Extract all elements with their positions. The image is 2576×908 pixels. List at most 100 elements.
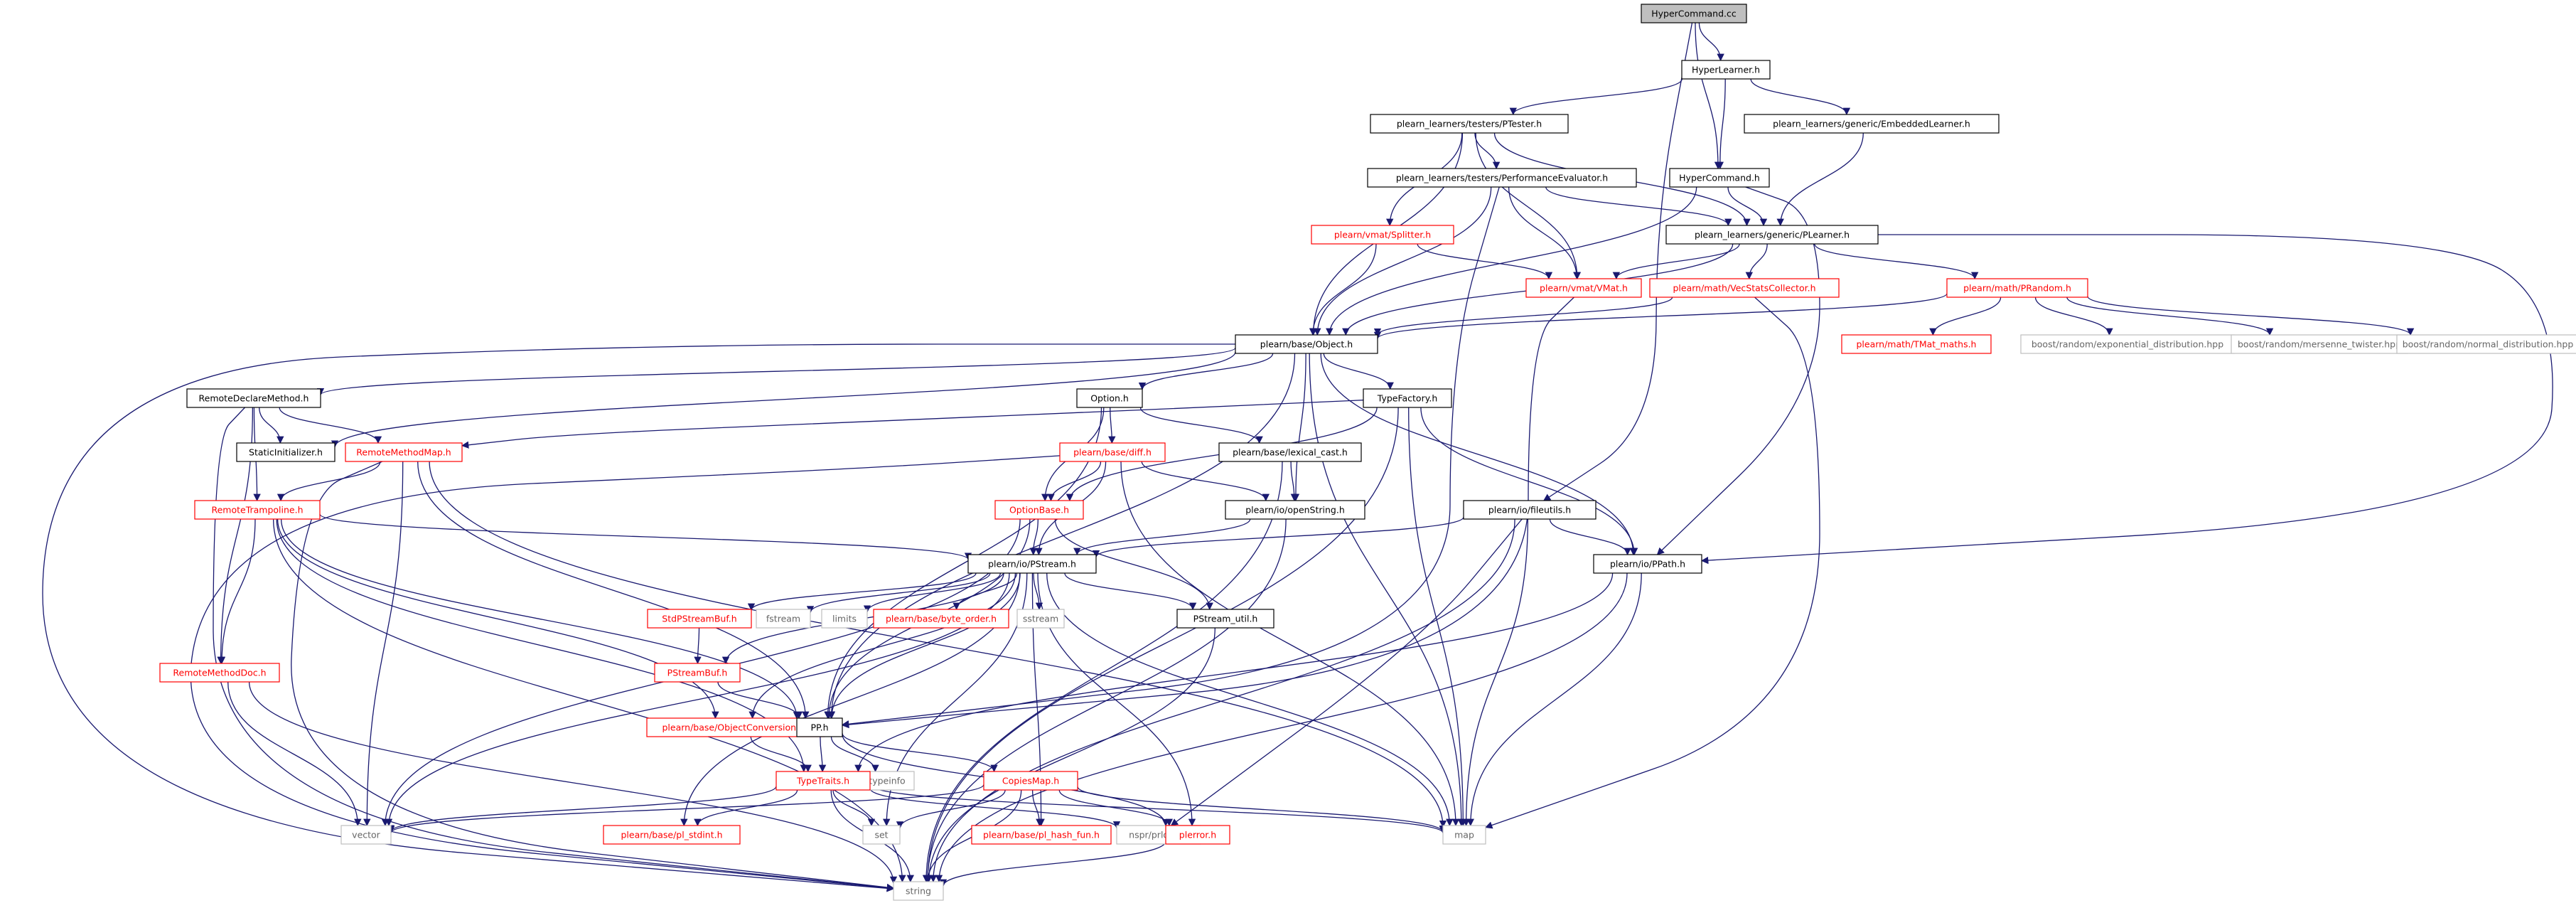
node-box: [1235, 334, 1378, 354]
node-label: plearn_learners/testers/PTester.h: [1397, 119, 1542, 129]
node-option-h[interactable]: Option.h: [1076, 388, 1143, 408]
node-box: [1059, 442, 1166, 462]
edge-remotetrampoline_h-to-string: [272, 518, 906, 883]
edge-prandom_h-to-boost_mt: [2066, 297, 2274, 336]
node-hypercommand-h[interactable]: HyperCommand.h: [1669, 168, 1770, 188]
node-embeddedlearner-h[interactable]: plearn_learners/generic/EmbeddedLearner.…: [1744, 114, 2000, 134]
edge-fileutils_h-to-prlong_h: [1170, 518, 1523, 826]
node-label: PP.h: [810, 722, 828, 733]
node-plerror-h[interactable]: plerror.h: [1165, 825, 1230, 845]
node-remotetrampoline-h[interactable]: RemoteTrampoline.h: [194, 500, 321, 520]
node-box: [1076, 388, 1143, 408]
edge-prandom_h-to-tmatmaths_h: [1929, 297, 2002, 336]
node-pstreambuf-h[interactable]: PStreamBuf.h: [654, 663, 741, 683]
edge-fileutils_h-to-string: [929, 518, 1515, 883]
edge-hypercommand_cc-to-hyperlearner_h: [1698, 22, 1724, 62]
node-stdpstreambuf-h[interactable]: StdPStreamBuf.h: [647, 609, 752, 629]
node-label: string: [906, 886, 931, 897]
node-optionbase-h[interactable]: OptionBase.h: [994, 500, 1084, 520]
node-label: boost/random/normal_distribution.hpp: [2403, 339, 2574, 350]
node-label: sstream: [1023, 614, 1058, 624]
node-pstream-h[interactable]: plearn/io/PStream.h: [967, 554, 1097, 574]
edge-prandom_h-to-object_h: [1374, 293, 1948, 340]
node-fileutils-h[interactable]: plearn/io/fileutils.h: [1463, 500, 1596, 520]
node-tmatmaths-h[interactable]: plearn/math/TMat_maths.h: [1841, 334, 1992, 354]
edge-remotetrampoline_h-to-remotemethoddoc_h: [218, 518, 256, 665]
node-byteorder-h[interactable]: plearn/base/byte_order.h: [873, 609, 1009, 629]
edge-typetraits_h-to-plstdint_h: [694, 789, 798, 827]
edge-hypercommand_h-to-plearner_h: [1727, 186, 1768, 227]
edge-perfeval_h-to-pp_h: [841, 186, 1500, 728]
node-box: [1442, 825, 1486, 845]
edge-pp_h-to-typeinfo: [830, 736, 879, 773]
node-label: plearn_learners/testers/PerformanceEvalu…: [1396, 173, 1608, 183]
edge-object_h-to-staticinit_h: [331, 351, 1236, 448]
edge-diff_h-to-optionbase_h: [1047, 461, 1102, 502]
node-object-h[interactable]: plearn/base/Object.h: [1235, 334, 1378, 354]
node-label: plearn/base/diff.h: [1073, 447, 1152, 458]
node-box: [971, 825, 1112, 845]
node-label: set: [874, 830, 888, 840]
edge-remotemethodmap_h-to-vector: [363, 461, 404, 827]
node-hypercommand-cc[interactable]: HyperCommand.cc: [1641, 4, 1747, 23]
node-label: plearn/base/lexical_cast.h: [1233, 447, 1348, 458]
node-box: [967, 554, 1097, 574]
node-typetraits-h[interactable]: TypeTraits.h: [776, 771, 871, 791]
node-label: HyperCommand.cc: [1651, 9, 1737, 19]
node-typefactory-h[interactable]: TypeFactory.h: [1363, 388, 1452, 408]
node-label: RemoteMethodDoc.h: [173, 668, 266, 678]
node-plstdint-h[interactable]: plearn/base/pl_stdint.h: [603, 825, 741, 845]
node-map: map: [1442, 825, 1486, 845]
edge-typefactory_h-to-string: [923, 407, 1399, 883]
node-pp-h[interactable]: PP.h: [796, 717, 843, 737]
edge-pstream_h-to-fstream: [806, 572, 991, 614]
node-perfeval-h[interactable]: plearn_learners/testers/PerformanceEvalu…: [1367, 168, 1637, 188]
node-vecstats-h[interactable]: plearn/math/VecStatsCollector.h: [1649, 278, 1840, 298]
node-boost-mt: boost/random/mersenne_twister.hpp: [2231, 334, 2408, 354]
edge-hyperlearner_h-to-hypercommand_h: [1716, 78, 1726, 170]
edge-vecstats_h-to-map: [1485, 297, 1820, 829]
edge-remotemethoddoc_h-to-string: [248, 681, 898, 885]
node-box: [2020, 334, 2235, 354]
edge-option_h-to-pp_h: [824, 407, 1102, 720]
edge-pstream_h-to-objectconv_h: [748, 572, 1016, 720]
node-ptester-h[interactable]: plearn_learners/testers/PTester.h: [1370, 114, 1569, 134]
node-box: [345, 442, 463, 462]
node-label: boost/random/mersenne_twister.hpp: [2238, 339, 2401, 350]
edge-stdpstreambuf_h-to-pstreambuf_h: [694, 627, 702, 665]
node-staticinit-h[interactable]: StaticInitializer.h: [236, 442, 336, 462]
node-pstreamutil-h[interactable]: PStream_util.h: [1176, 609, 1274, 629]
node-vmat-h[interactable]: plearn/vmat/VMat.h: [1525, 278, 1642, 298]
node-label: StaticInitializer.h: [249, 447, 323, 458]
node-prandom-h[interactable]: plearn/math/PRandom.h: [1946, 278, 2088, 298]
node-label: plearn/math/PRandom.h: [1963, 283, 2071, 294]
node-openstring-h[interactable]: plearn/io/openString.h: [1225, 500, 1365, 520]
edge-pstream_h-to-stdpstreambuf_h: [747, 572, 977, 611]
node-label: plearn/io/PPath.h: [1610, 559, 1685, 570]
node-splitter-h[interactable]: plearn/vmat/Splitter.h: [1311, 225, 1454, 245]
node-limits: limits: [821, 609, 868, 629]
node-label: PStream_util.h: [1193, 614, 1258, 624]
node-box: [194, 500, 321, 520]
node-hyperlearner-h[interactable]: HyperLearner.h: [1681, 60, 1771, 80]
edge-copiesmap_h-to-vector: [387, 784, 984, 834]
node-label: Option.h: [1090, 393, 1129, 404]
node-objectconv-h[interactable]: plearn/base/ObjectConversions.h: [646, 717, 825, 737]
node-box: [1165, 825, 1230, 845]
node-label: plerror.h: [1179, 830, 1216, 840]
node-remotemethoddoc-h[interactable]: RemoteMethodDoc.h: [159, 663, 280, 683]
node-copiesmap-h[interactable]: CopiesMap.h: [983, 771, 1078, 791]
node-plhashfun-h[interactable]: plearn/base/pl_hash_fun.h: [971, 825, 1112, 845]
edge-perfeval_h-to-object_h: [1314, 186, 1492, 336]
node-ppath-h[interactable]: plearn/io/PPath.h: [1593, 554, 1702, 574]
node-lexicalcast-h[interactable]: plearn/base/lexical_cast.h: [1218, 442, 1362, 462]
node-remotedeclare-h[interactable]: RemoteDeclareMethod.h: [186, 388, 321, 408]
edge-copiesmap_h-to-plhashfun_h: [1031, 789, 1043, 827]
node-box: [2396, 334, 2576, 354]
node-plearner-h[interactable]: plearn_learners/generic/PLearner.h: [1665, 225, 1879, 245]
node-label: RemoteTrampoline.h: [211, 505, 303, 516]
edge-typefactory_h-to-map: [1408, 407, 1467, 827]
node-diff-h[interactable]: plearn/base/diff.h: [1059, 442, 1166, 462]
node-remotemethodmap-h[interactable]: RemoteMethodMap.h: [345, 442, 463, 462]
edge-object_h-to-openstring_h: [1292, 353, 1306, 502]
